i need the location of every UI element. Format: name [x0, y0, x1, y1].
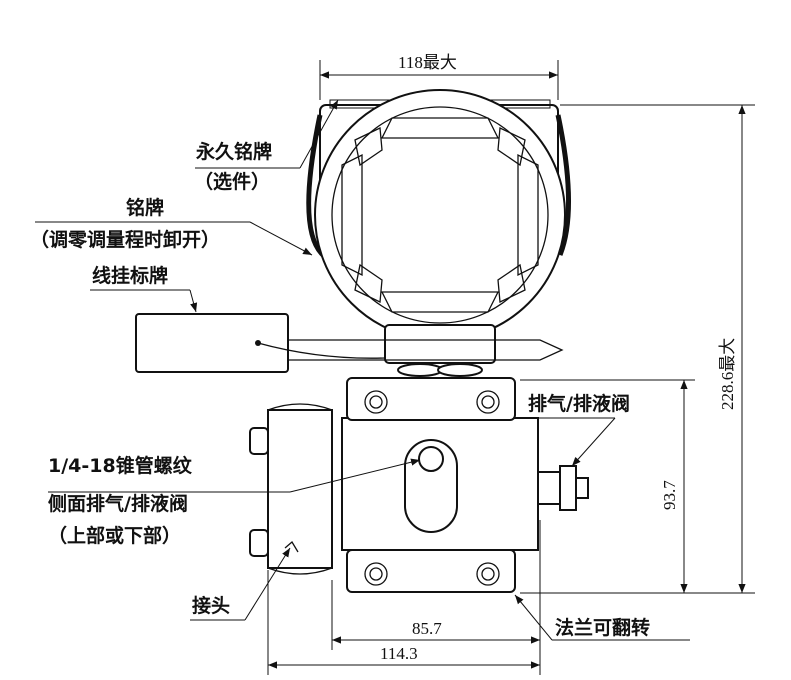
cover-outer [314, 89, 566, 341]
dim-overall-width: 114.3 [380, 644, 418, 663]
leader-lines [35, 99, 690, 641]
flange-rotatable-label: 法兰可翻转 [555, 616, 650, 639]
dim-total-height: 228.6最大 [718, 338, 737, 410]
permanent-plate-label: 永久铭牌 [195, 140, 272, 163]
thread-label-line2: 侧面排气/排液阀 [48, 492, 188, 515]
housing [306, 89, 571, 377]
nameplate-label: 铭牌 [126, 196, 164, 219]
thread-label-line3: （上部或下部） [48, 524, 181, 547]
cover-segments [341, 117, 539, 313]
nameplate-note: （调零调量程时卸开） [30, 228, 220, 251]
dimension-lines [267, 60, 755, 675]
dim-flange-width: 85.7 [412, 619, 442, 638]
wire-tag [135, 313, 564, 373]
wire-tag-label: 线挂标牌 [92, 264, 168, 287]
connector-label: 接头 [192, 595, 230, 617]
dim-top-width: 118最大 [398, 53, 457, 72]
permanent-plate-note: （选件） [194, 170, 270, 193]
dim-flange-height: 93.7 [660, 480, 679, 510]
thread-label-line1: 1/4-18锥管螺纹 [48, 454, 193, 477]
cover-inner [331, 106, 549, 324]
vent-valve-label: 排气/排液阀 [528, 392, 630, 415]
